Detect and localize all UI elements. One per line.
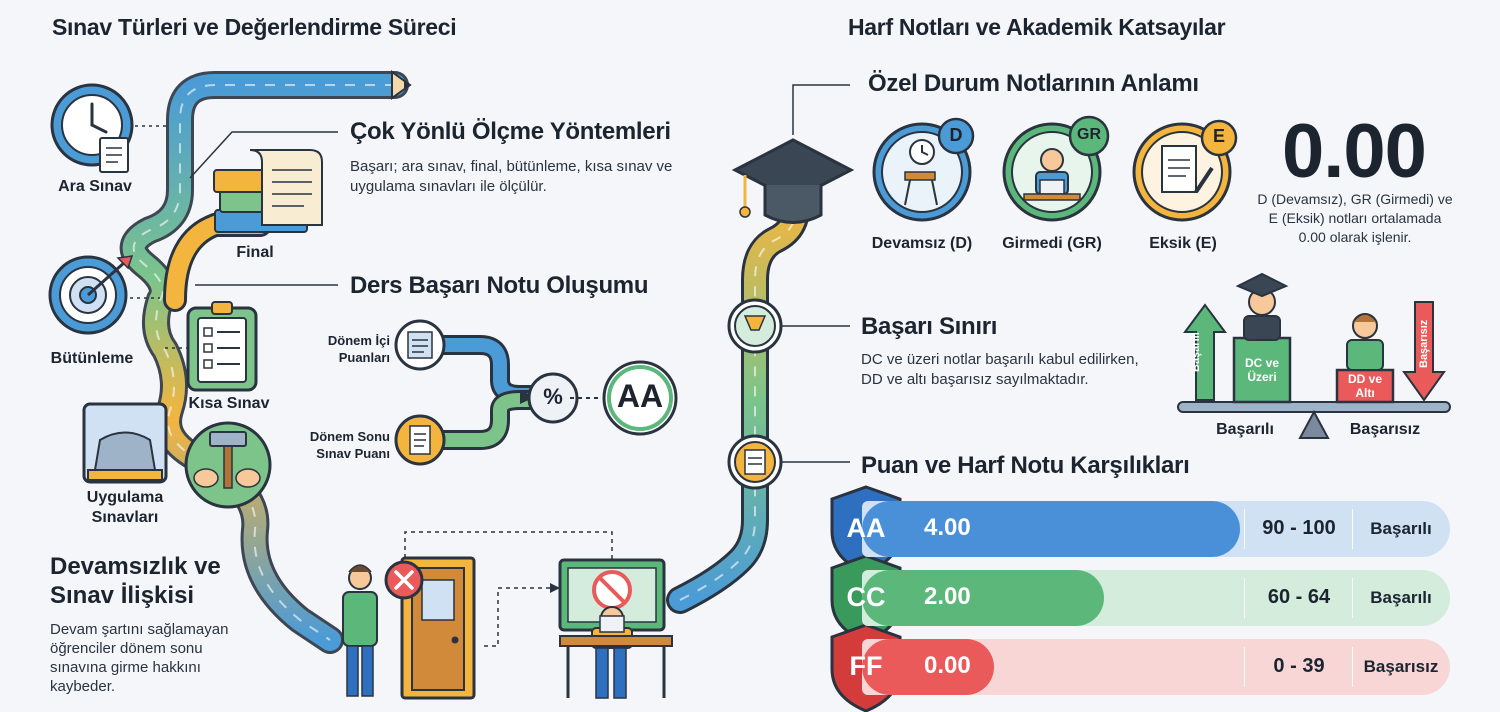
pottery-icon — [82, 402, 168, 484]
label-kisa-sinav: Kısa Sınav — [188, 395, 270, 412]
threshold-text: DC ve üzeri notlar başarılı kabul edilir… — [861, 351, 1139, 388]
shield-grade-label: FF — [849, 651, 883, 681]
fail-box-label: DD ve Altı — [1347, 372, 1382, 400]
grade-formation-heading: Ders Başarı Notu Oluşumu — [350, 272, 649, 299]
measurement-text: Başarı; ara sınav, final, bütünleme, kıs… — [350, 158, 673, 195]
grade-row-bar — [862, 570, 1104, 626]
pass-box-label: DC ve Üzeri — [1244, 356, 1279, 384]
clock-icon — [50, 83, 134, 173]
badge-gr: GR — [1077, 126, 1101, 143]
label-incomplete: Eksik (E) — [1149, 235, 1217, 252]
right-road — [666, 138, 855, 614]
incomplete-icon — [1132, 119, 1238, 222]
grade-range: 90 - 100 — [1262, 517, 1336, 539]
balance-scale — [1177, 272, 1451, 439]
grade-coefficient: 4.00 — [924, 514, 971, 541]
up-arrow-label: Başarılı — [1190, 332, 1202, 372]
grade-status: Başarılı — [1370, 519, 1432, 538]
grade-coefficient: 2.00 — [924, 583, 971, 610]
table-heading: Puan ve Harf Notu Karşılıkları — [861, 452, 1190, 479]
grade-coefficient: 0.00 — [924, 652, 971, 679]
down-arrow-label: Başarısız — [1418, 319, 1430, 368]
special-note: D (Devamsız), GR (Girmedi) ve E (Eksik) … — [1257, 191, 1453, 245]
shield-grade-label: AA — [846, 513, 886, 543]
badge-d: D — [949, 125, 963, 145]
row-divider — [1352, 578, 1353, 618]
label-absent: Devamsız (D) — [871, 235, 973, 252]
left-road — [119, 70, 412, 654]
row-divider — [1244, 509, 1245, 549]
threshold-heading: Başarı Sınırı — [861, 313, 998, 340]
label-final: Final — [236, 244, 274, 261]
row-divider — [1244, 647, 1245, 687]
grade-status: Başarısız — [1363, 657, 1439, 676]
grade-status: Başarılı — [1370, 588, 1432, 607]
row-divider — [1244, 578, 1245, 618]
door-scene — [342, 531, 673, 700]
measurement-heading: Çok Yönlü Ölçme Yöntemleri — [350, 118, 671, 145]
target-icon — [48, 255, 134, 335]
badge-e: E — [1212, 126, 1225, 146]
result-grade: AA — [616, 378, 664, 414]
not-entered-icon — [1002, 115, 1110, 222]
hammer-icon — [184, 421, 272, 509]
special-heading: Özel Durum Notlarının Anlamı — [868, 70, 1199, 97]
scale-right-label: Başarısız — [1349, 421, 1421, 438]
percent-operator: % — [543, 384, 563, 409]
attendance-text: Devam şartını sağlamayan öğrenciler döne… — [50, 621, 229, 695]
shield-grade-label: CC — [846, 582, 886, 612]
left-title: Sınav Türleri ve Değerlendirme Süreci — [52, 14, 457, 40]
grade-range: 0 - 39 — [1273, 655, 1325, 677]
input-term-scores: Dönem İçi Puanları — [327, 333, 390, 365]
absent-icon — [872, 117, 975, 222]
grade-row-bar — [862, 639, 994, 695]
label-ara-sinav: Ara Sınav — [58, 178, 132, 195]
grade-flow — [394, 319, 678, 466]
books-icon — [213, 149, 323, 233]
right-title: Harf Notları ve Akademik Katsayılar — [848, 14, 1226, 40]
label-uygulama: Uygulama Sınavları — [86, 489, 164, 526]
grade-row-bar — [862, 501, 1240, 557]
grade-range: 60 - 64 — [1267, 586, 1331, 608]
attendance-heading: Devamsızlık ve Sınav İlişkisi — [50, 553, 221, 609]
label-butunleme: Bütünleme — [50, 350, 134, 367]
row-divider — [1352, 509, 1353, 549]
label-not-entered: Girmedi (GR) — [1002, 235, 1102, 252]
scale-left-label: Başarılı — [1216, 421, 1274, 438]
row-divider — [1352, 647, 1353, 687]
clipboard-icon — [186, 301, 258, 392]
zero-value: 0.00 — [1282, 109, 1427, 194]
input-final-score: Dönem Sonu Sınav Puanı — [309, 429, 390, 461]
